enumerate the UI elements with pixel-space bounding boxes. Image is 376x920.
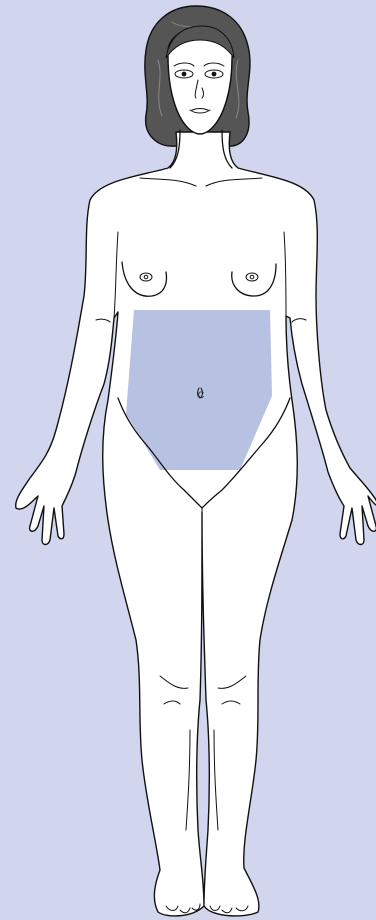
body-outline [16, 132, 376, 916]
region-c-label: C [198, 390, 205, 400]
